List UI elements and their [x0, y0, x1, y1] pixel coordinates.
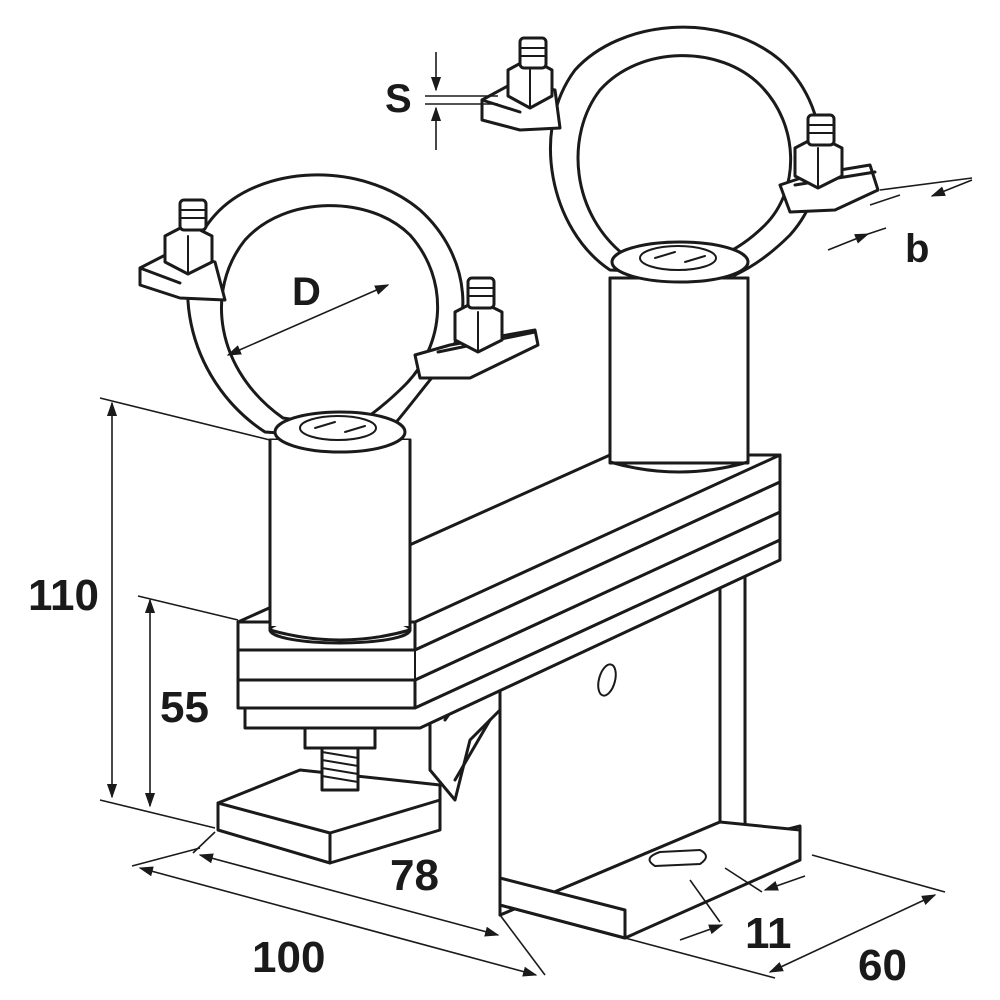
- dimension-d-label: D: [292, 270, 321, 314]
- base-foot-plate: [216, 768, 442, 865]
- left-clamp-bolt-b: [453, 276, 504, 354]
- dimension-78-label: 78: [390, 851, 439, 900]
- dimension-55: 55: [137, 595, 239, 808]
- right-clamp-bolt-b: [793, 113, 844, 190]
- dimension-60-label: 60: [858, 941, 907, 990]
- dimension-b: b: [827, 177, 973, 271]
- dimension-b-label: b: [905, 227, 929, 271]
- dimension-d: D: [226, 270, 390, 356]
- dimension-100: 100: [131, 847, 546, 982]
- dimension-100-label: 100: [252, 933, 325, 982]
- dimension-60: 60: [624, 854, 946, 990]
- right-pipe-clamp: [480, 25, 880, 284]
- threaded-stud: [303, 726, 377, 792]
- dimension-s: S: [385, 52, 498, 150]
- dimension-s-label: S: [385, 77, 412, 121]
- dimension-55-label: 55: [160, 683, 209, 732]
- right-column: [608, 276, 750, 474]
- right-clamp-bolt-a: [506, 36, 554, 110]
- left-column: [268, 438, 412, 645]
- left-clamp-bolt-a: [163, 198, 214, 276]
- dimension-11-label: 11: [745, 909, 792, 958]
- dimension-110-label: 110: [28, 571, 99, 620]
- dimension-110: 110: [28, 397, 271, 829]
